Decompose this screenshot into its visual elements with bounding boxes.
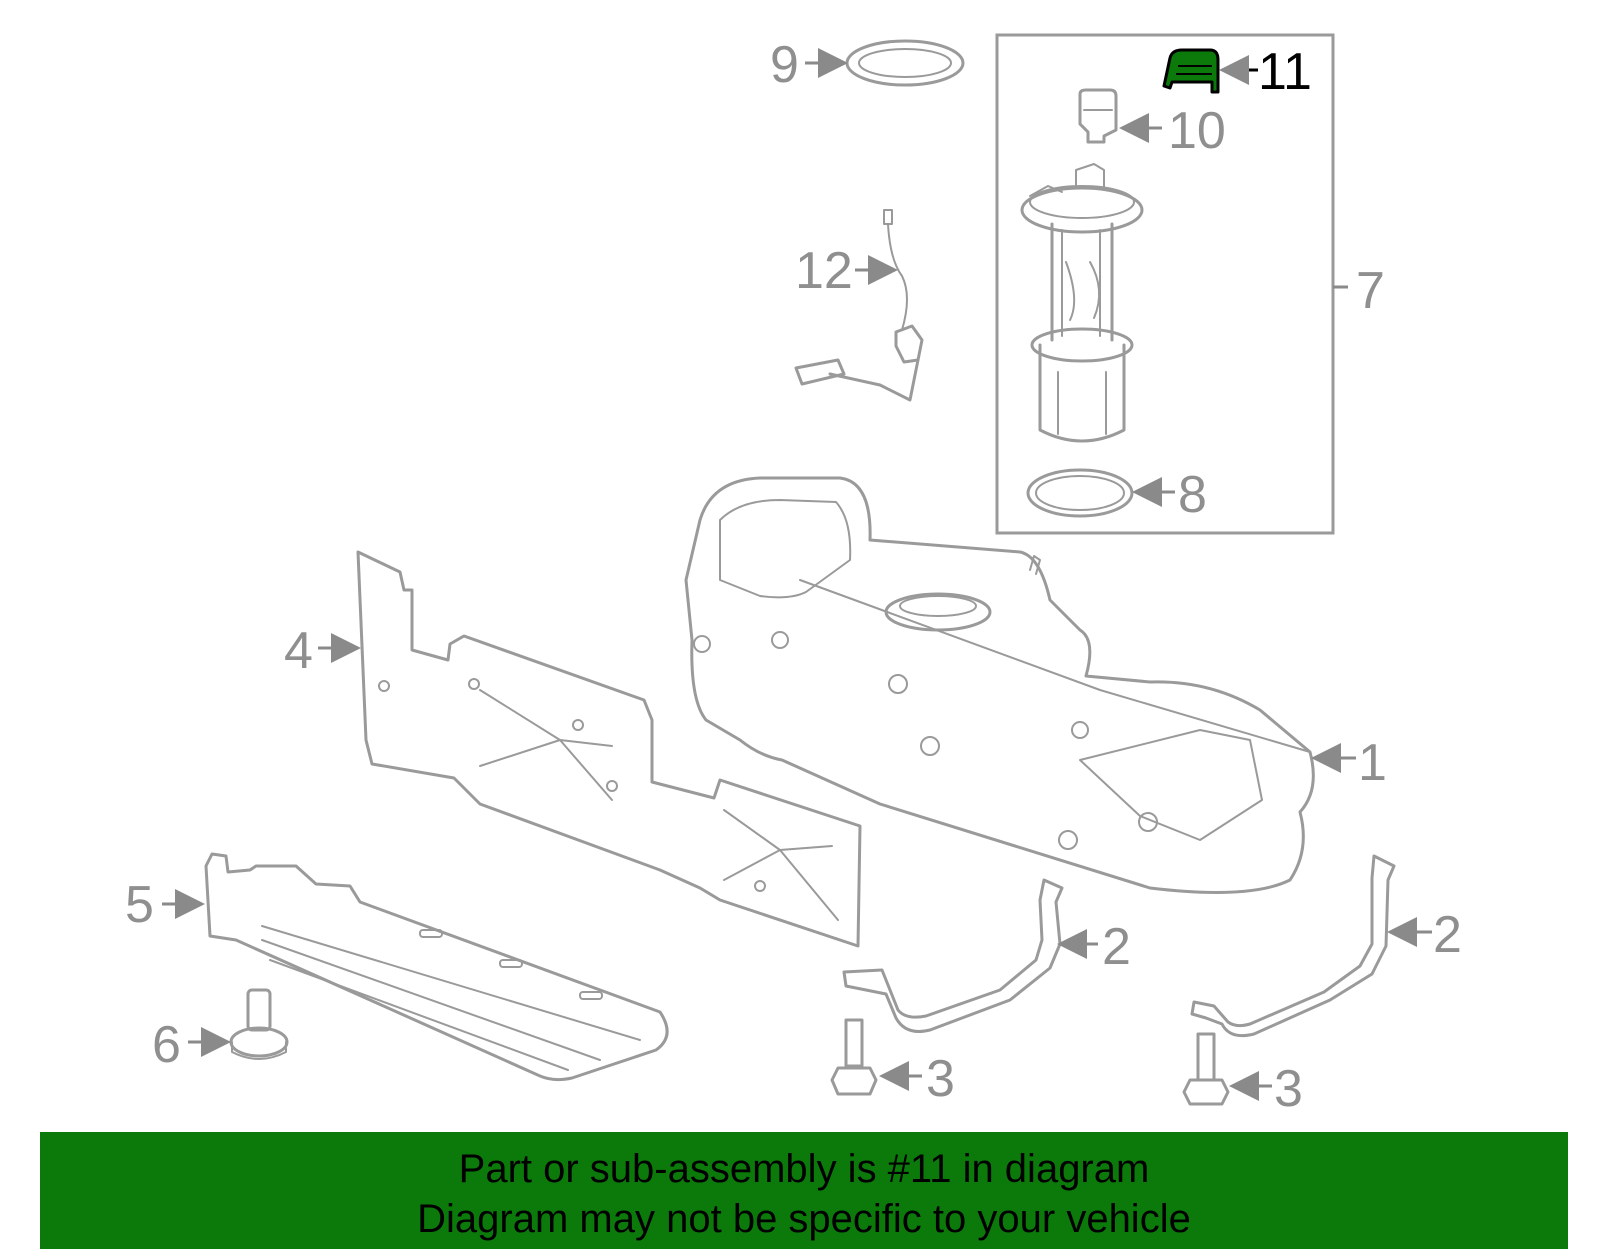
callout-1[interactable]: 1: [1311, 734, 1387, 792]
callout-8[interactable]: 8: [1132, 466, 1207, 524]
callout-12-label: 12: [795, 242, 853, 300]
callout-10-label: 10: [1168, 102, 1226, 160]
info-banner: Part or sub-assembly is #11 in diagram D…: [40, 1132, 1568, 1249]
callout-5-label: 5: [125, 876, 154, 934]
callout-9-label: 9: [770, 36, 799, 94]
part-9-lock-ring[interactable]: [845, 39, 965, 87]
callout-4-label: 4: [284, 622, 313, 680]
callout-7-label: 7: [1356, 262, 1385, 320]
callout-4[interactable]: 4: [284, 622, 361, 680]
callout-10[interactable]: 10: [1119, 102, 1226, 160]
callout-7[interactable]: 7: [1356, 262, 1385, 320]
part-5-lower-shield[interactable]: [204, 852, 669, 1082]
callout-1-label: 1: [1358, 734, 1387, 792]
callout-6[interactable]: 6: [152, 1016, 231, 1074]
part-1-fuel-tank[interactable]: [684, 476, 1315, 894]
part-8-seal[interactable]: [1026, 468, 1134, 518]
callout-8-label: 8: [1178, 466, 1207, 524]
callout-3b[interactable]: 3: [1229, 1060, 1303, 1118]
callout-2a[interactable]: 2: [1057, 918, 1131, 976]
part-7-fuel-pump-module[interactable]: [1020, 163, 1144, 443]
callout-5[interactable]: 5: [125, 876, 205, 934]
callout-2a-label: 2: [1102, 918, 1131, 976]
banner-line-2: Diagram may not be specific to your vehi…: [417, 1197, 1191, 1241]
assembly-7-box: [995, 33, 1335, 535]
callout-2b-label: 2: [1433, 906, 1462, 964]
callout-12[interactable]: 12: [795, 242, 898, 300]
part-3-bolt-left[interactable]: [830, 1018, 878, 1096]
part-6-bolt[interactable]: [229, 988, 289, 1060]
callout-3a[interactable]: 3: [879, 1050, 955, 1108]
callout-11[interactable]: 11: [1219, 43, 1312, 101]
callout-2b[interactable]: 2: [1387, 906, 1462, 964]
callout-6-label: 6: [152, 1016, 181, 1074]
part-12-fuel-level-sensor[interactable]: [794, 209, 924, 402]
callout-11-label: 11: [1258, 43, 1312, 101]
callout-9[interactable]: 9: [770, 36, 848, 94]
part-2-strap-right[interactable]: [1190, 854, 1396, 1038]
part-10-connector[interactable]: [1078, 88, 1118, 144]
banner-line-1: Part or sub-assembly is #11 in diagram: [458, 1147, 1150, 1191]
part-11-clip[interactable]: [1162, 48, 1220, 94]
part-4-heat-shield[interactable]: [356, 550, 862, 948]
part-3-bolt-right[interactable]: [1182, 1032, 1230, 1106]
callout-3b-label: 3: [1274, 1060, 1303, 1118]
part-2-strap-left[interactable]: [842, 878, 1064, 1033]
callout-3a-label: 3: [926, 1050, 955, 1108]
